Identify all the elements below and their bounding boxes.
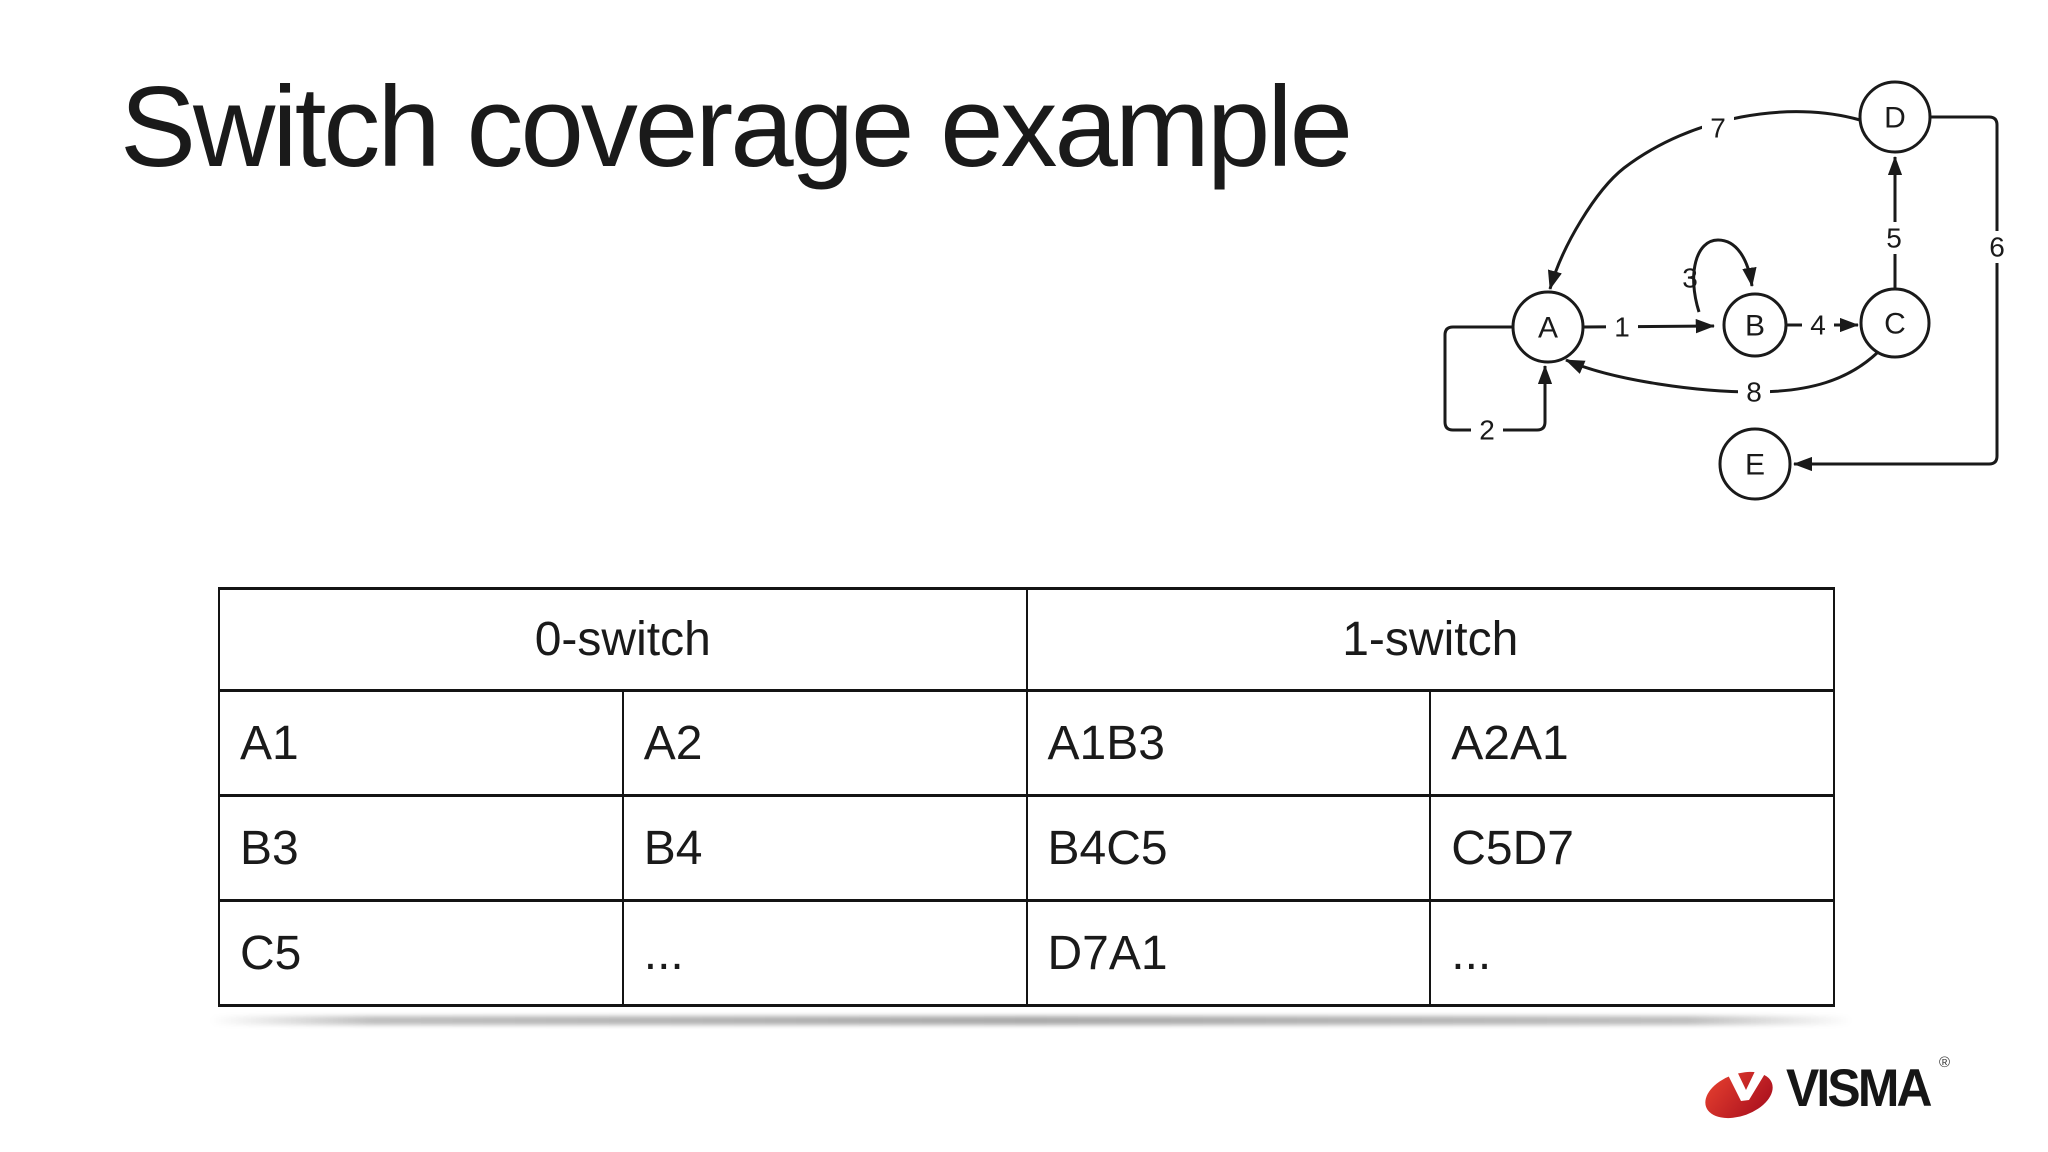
- table-cell: ...: [621, 899, 1028, 1007]
- state-node-E: [1718, 427, 1792, 501]
- edge-label-gap: [1471, 414, 1503, 446]
- table-cell: B4: [621, 794, 1028, 902]
- edge-A-to-B: [1582, 318, 1715, 334]
- edge-D-to-E: [1793, 115, 1999, 472]
- edge-label-gap: [1802, 309, 1834, 341]
- table-row: C5...D7A1...: [218, 899, 1835, 1007]
- table-header-cell: 1-switch: [1025, 587, 1835, 692]
- table-shadow: [210, 1016, 1852, 1025]
- visma-logo: VISMA ®: [1702, 1054, 1958, 1126]
- edge-label-gap: [1981, 231, 2013, 263]
- table-cell: C5D7: [1429, 794, 1835, 902]
- edge-C-to-A: [1565, 351, 1879, 394]
- edge-label-8: 8: [1746, 377, 1762, 408]
- edge-label-7: 7: [1710, 113, 1726, 144]
- state-node-label-E: E: [1745, 449, 1765, 482]
- table-cell: A1: [218, 689, 624, 797]
- state-transition-diagram: 1 2 3 4 5 6 7 8 A B C D E: [1443, 80, 2013, 501]
- edge-label-gap: [1738, 376, 1770, 408]
- state-node-A: [1511, 290, 1585, 364]
- edge-label-gap: [1702, 112, 1734, 144]
- visma-logo-text: VISMA: [1786, 1059, 1933, 1118]
- table-cell: D7A1: [1025, 899, 1432, 1007]
- edge-label-6: 6: [1989, 232, 2005, 263]
- diagram-edges: 1 2 3 4 5 6 7 8: [1443, 110, 2013, 472]
- edge-label-gap: [1606, 311, 1638, 343]
- table-cell: A1B3: [1025, 689, 1432, 797]
- state-node-B: [1722, 292, 1788, 358]
- state-node-label-C: C: [1884, 308, 1906, 341]
- edge-label-2: 2: [1479, 415, 1495, 446]
- edge-label-5: 5: [1886, 223, 1902, 254]
- diagram-nodes: A B C D E: [1511, 80, 1932, 501]
- table-header-cell: 0-switch: [218, 587, 1028, 692]
- state-node-label-B: B: [1745, 310, 1765, 343]
- table-cell: ...: [1429, 899, 1835, 1007]
- edge-label-4: 4: [1810, 310, 1826, 341]
- state-node-D: [1858, 80, 1932, 154]
- visma-logo-icon: [1705, 1063, 1773, 1119]
- edge-label-1: 1: [1614, 312, 1630, 343]
- slide-title: Switch coverage example: [120, 64, 1353, 191]
- edge-label-3: 3: [1682, 263, 1698, 294]
- state-node-C: [1859, 287, 1931, 359]
- state-node-label-A: A: [1538, 312, 1558, 345]
- edge-A-to-A: [1443, 325, 1553, 432]
- table-cell: B4C5: [1025, 794, 1432, 902]
- edge-D-to-A: [1547, 110, 1861, 290]
- state-node-label-D: D: [1884, 102, 1906, 135]
- edge-label-gap: [1878, 222, 1910, 254]
- table-cell: B3: [218, 794, 624, 902]
- table-cell: C5: [218, 899, 624, 1007]
- registered-trademark-icon: ®: [1939, 1054, 1951, 1071]
- table-cell: A2A1: [1429, 689, 1835, 797]
- table-cell: A2: [621, 689, 1028, 797]
- edge-B-to-B: [1692, 238, 1757, 313]
